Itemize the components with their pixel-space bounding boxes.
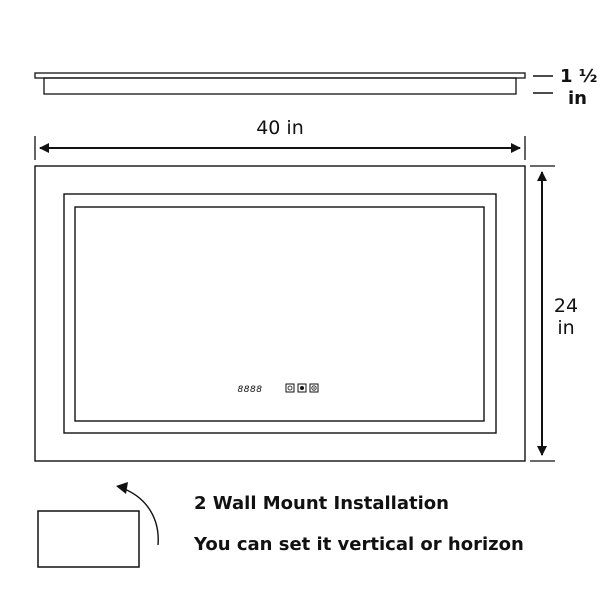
side-profile [34, 72, 526, 95]
defog-icon [285, 383, 295, 393]
brightness-icon [297, 383, 307, 393]
height-dimension: 24 in [530, 165, 578, 462]
rotate-arrow-icon [121, 487, 159, 546]
install-line-2: You can set it vertical or horizon [193, 534, 524, 555]
height-unit: in [557, 317, 574, 339]
thickness-value: 1 ½ [560, 66, 597, 87]
mirror-front-view: 8888 [34, 165, 526, 462]
height-value: 24 [554, 295, 578, 317]
width-label: 40 in [256, 117, 304, 139]
color-temp-icon [309, 383, 319, 393]
small-mirror-icon [37, 510, 140, 568]
mirror-outer-frame [34, 165, 526, 462]
mirror-glass [74, 206, 485, 422]
installation-text: 2 Wall Mount Installation You can set it… [193, 493, 524, 555]
rotation-illustration [37, 482, 159, 568]
width-dimension: 40 in [34, 117, 526, 160]
install-line-1: 2 Wall Mount Installation [194, 493, 449, 514]
thickness-unit: in [568, 88, 587, 109]
control-panel: 8888 [238, 383, 319, 395]
thickness-dimension: 1 ½ in [533, 66, 597, 109]
clock-display: 8888 [238, 385, 263, 395]
mirror-light-band-outer [63, 193, 497, 434]
